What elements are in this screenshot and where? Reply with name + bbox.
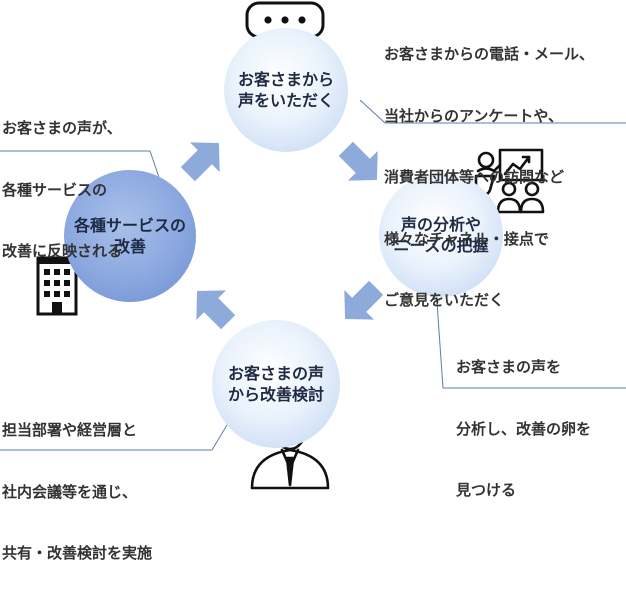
note-receive-feedback-line3: 消費者団体等への訪問など (384, 168, 565, 186)
note-improve-services-line1: お客さまの声が、 (2, 119, 122, 137)
step-improve-services-line2: 改善 (113, 237, 146, 256)
leader-line-top (359, 99, 626, 124)
step-analyze-needs-line2: ニーズの把握 (393, 236, 489, 255)
arrow-right-to-bottom (344, 280, 384, 320)
note-review-improvements-line1: 担当部署や経営層と (2, 421, 138, 439)
leader-line-bottom (0, 419, 231, 451)
feedback-cycle-diagram: お客さまから 声をいただく 声の分析や ニーズの把握 お客さまの声 から改善検討… (0, 1, 626, 562)
note-review-improvements: 担当部署や経営層と 社内会議等を通じ、 共有・改善検討を実施 (2, 379, 152, 605)
note-receive-feedback-line4: 様々なチャネル・接点で (384, 229, 549, 248)
note-analyze-needs: お客さまの声を 分析し、改善の卵を 見つける (456, 316, 591, 542)
note-review-improvements-line2: 社内会議等を通じ、 (2, 482, 138, 501)
note-analyze-needs-line2: 分析し、改善の卵を (456, 419, 592, 438)
arrow-top-to-right (338, 141, 378, 181)
arrow-bottom-to-left (196, 290, 236, 330)
step-receive-feedback-line1: お客さまから (237, 70, 334, 89)
arrow-left-to-top (180, 142, 220, 182)
note-analyze-needs-line3: 見つける (456, 481, 517, 499)
step-receive-feedback: お客さまから 声をいただく (224, 28, 348, 152)
step-review-improvements-line1: お客さまの声 (227, 364, 324, 383)
note-review-improvements-line3: 共有・改善検討を実施 (2, 544, 153, 562)
step-improve-services-line1: 各種サービスの (73, 216, 186, 235)
building-icon (36, 256, 78, 316)
note-improve-services: お客さまの声が、 各種サービスの 改善に反映される (2, 77, 122, 303)
step-improve-services: 各種サービスの 改善 (64, 170, 196, 302)
note-receive-feedback-line5: ご意見をいただく (384, 291, 505, 309)
note-analyze-needs-line1: お客さまの声を (456, 358, 562, 376)
note-receive-feedback: お客さまからの電話・メール、 当社からのアンケートや、 消費者団体等への訪問など… (384, 3, 594, 352)
note-receive-feedback-line2: 当社からのアンケートや、 (384, 106, 563, 125)
step-analyze-needs: 声の分析や ニーズの把握 (379, 173, 503, 297)
step-receive-feedback-line2: 声をいただく (237, 91, 334, 110)
leader-line-right (435, 287, 626, 389)
step-review-improvements-line2: から改善検討 (227, 385, 324, 404)
note-improve-services-line3: 改善に反映される (2, 242, 123, 260)
step-review-improvements: お客さまの声 から改善検討 (212, 320, 340, 448)
note-receive-feedback-line1: お客さまからの電話・メール、 (384, 45, 595, 63)
note-improve-services-line2: 各種サービスの (2, 180, 108, 199)
step-analyze-needs-line1: 声の分析や (400, 215, 481, 234)
